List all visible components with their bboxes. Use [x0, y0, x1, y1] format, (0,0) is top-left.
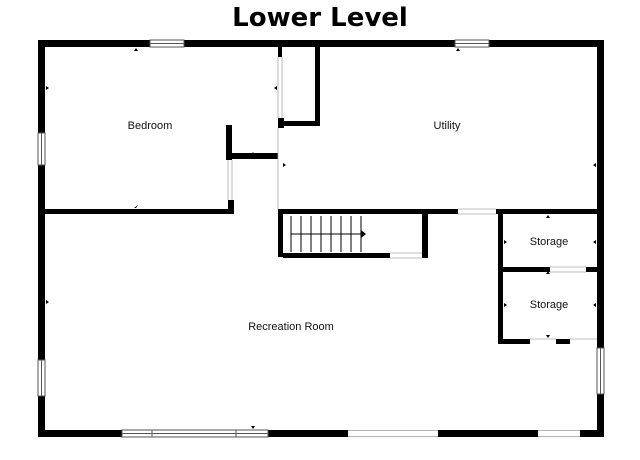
plan-title: Lower Level: [232, 3, 408, 33]
staircase: [290, 216, 366, 252]
room-label-recreation-room: Recreation Room: [248, 321, 334, 333]
wall-markers: [46, 48, 596, 429]
room-label-bedroom: Bedroom: [128, 120, 173, 132]
door-openings: [227, 57, 597, 340]
room-label-storage-upper: Storage: [530, 236, 569, 248]
room-label-storage-lower: Storage: [530, 299, 569, 311]
interior-walls: [45, 47, 597, 344]
room-label-utility: Utility: [434, 120, 461, 132]
exterior-openings: [37, 39, 605, 438]
exterior-walls: [38, 40, 604, 437]
